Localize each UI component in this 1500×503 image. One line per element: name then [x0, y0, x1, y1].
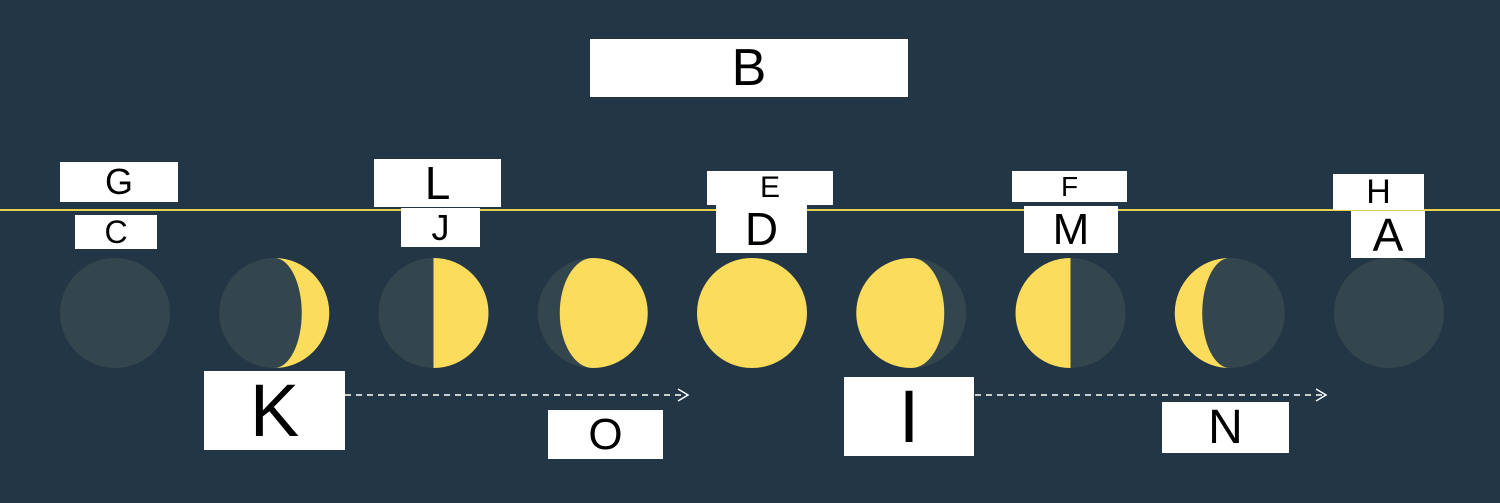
label-b: B — [590, 39, 908, 97]
label-l: L — [374, 159, 501, 207]
label-e: E — [707, 171, 833, 205]
moon-lit-area — [1015, 258, 1071, 368]
moon-lit-area — [697, 258, 807, 368]
label-n: N — [1162, 402, 1289, 453]
label-m: M — [1024, 206, 1118, 253]
moon-phase-9 — [1334, 258, 1444, 368]
label-g: G — [60, 162, 178, 202]
moon-lit-area — [856, 258, 945, 368]
label-f: F — [1012, 171, 1127, 202]
label-c: C — [75, 215, 157, 249]
moon-lit-area — [433, 258, 489, 368]
label-j: J — [401, 208, 480, 247]
label-h: H — [1333, 174, 1424, 210]
moon-lit-area — [274, 258, 330, 368]
moon-phase-1 — [60, 258, 170, 368]
label-k: K — [204, 371, 345, 450]
moon-disk — [60, 258, 170, 368]
arrow-waning — [975, 388, 1328, 402]
moon-phase-3 — [378, 258, 489, 368]
label-o: O — [548, 410, 663, 459]
moon-phase-8 — [1174, 258, 1285, 368]
moon-lit-area — [559, 258, 648, 368]
label-d: D — [716, 205, 807, 253]
moon-lit-area — [1174, 258, 1230, 368]
moon-phase-6 — [856, 258, 967, 368]
moon-phase-2 — [219, 258, 330, 368]
label-a: A — [1351, 211, 1425, 258]
moon-phase-7 — [1015, 258, 1126, 368]
label-i: I — [844, 377, 974, 456]
moon-phase-5 — [697, 258, 807, 368]
moon-disk — [1334, 258, 1444, 368]
arrow-waxing — [345, 388, 690, 402]
moon-phase-4 — [537, 258, 648, 368]
